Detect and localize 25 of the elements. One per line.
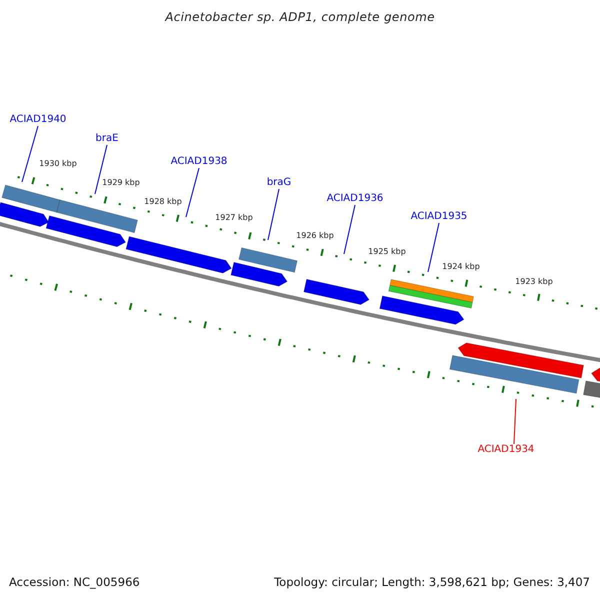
gene-label: ACIAD1940 <box>10 114 66 126</box>
leader-line <box>344 204 356 254</box>
title: Acinetobacter sp. ADP1, complete genome <box>164 10 436 24</box>
leader-line <box>268 188 280 240</box>
leader-line <box>22 126 38 182</box>
gene-label: braE <box>96 133 118 145</box>
gene-label: ACIAD1936 <box>326 193 384 205</box>
scale-label: 1929 kbp <box>102 178 140 187</box>
accession-text: Accession: NC_005966 <box>9 575 140 589</box>
scale-label: 1923 kbp <box>515 277 553 286</box>
scale-label: 1927 kbp <box>215 213 253 222</box>
gene-label: ACIAD1938 <box>170 156 228 168</box>
gene-label: ACIAD1934 <box>478 444 534 456</box>
scale-label: 1928 kbp <box>144 197 182 206</box>
genome-info-text: Topology: circular; Length: 3,598,621 bp; Genes: 3,407 <box>274 575 590 589</box>
leader-line <box>186 168 200 218</box>
scale-label: 1924 kbp <box>442 262 480 271</box>
scale-label: 1926 kbp <box>296 231 334 240</box>
leader-line <box>514 398 516 444</box>
scale-label: 1930 kbp <box>39 159 77 168</box>
gene-label: ACIAD1935 <box>410 211 468 223</box>
leader-line <box>94 144 108 194</box>
leader-line <box>428 222 440 272</box>
gene-label: braG <box>266 177 292 189</box>
scale-label: 1925 kbp <box>368 247 406 256</box>
